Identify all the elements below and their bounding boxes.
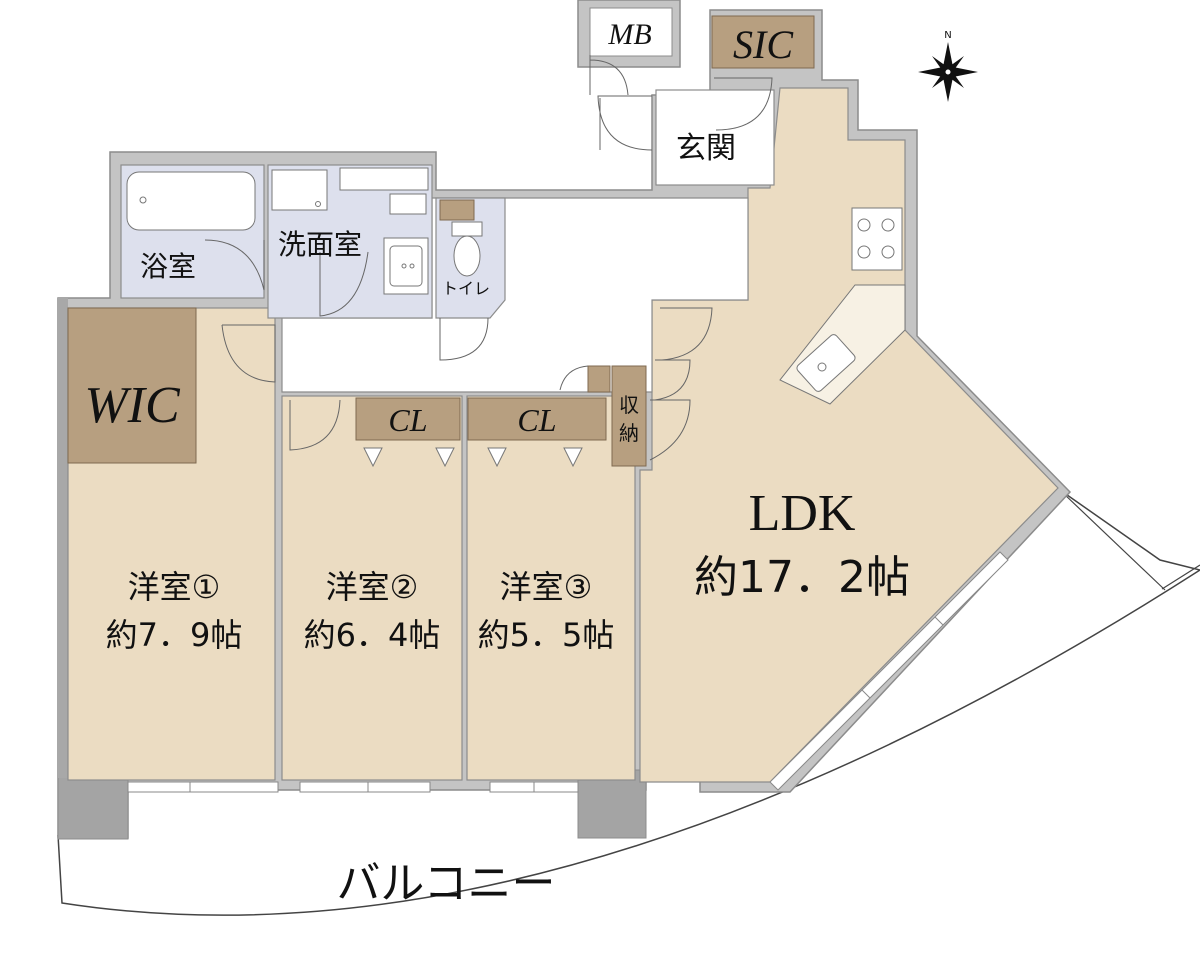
bath-label: 浴室 <box>140 250 196 283</box>
balcony-area <box>57 489 1200 916</box>
toilet-label: トイレ <box>442 279 490 298</box>
shuno-block <box>611 365 647 467</box>
closet-door-marks <box>363 447 583 468</box>
fixtures <box>126 167 906 405</box>
sic-label: SIC <box>733 22 794 67</box>
cl1-block <box>355 397 461 441</box>
wic-label: WIC <box>84 377 181 434</box>
compass-icon <box>918 42 978 102</box>
room1-name: 洋室① <box>128 568 221 606</box>
door-swings <box>204 55 773 461</box>
room3-name: 洋室③ <box>500 568 593 606</box>
storage-areas <box>67 15 815 467</box>
cl2-block <box>467 397 607 441</box>
room2-area: 約6．4帖 <box>304 616 441 654</box>
balcony-label: バルコニー <box>336 858 555 909</box>
room2-name: 洋室② <box>326 568 419 606</box>
genkan-label: 玄関 <box>676 131 736 166</box>
sic-block <box>711 15 815 69</box>
ldk-name: LDK <box>749 485 856 542</box>
wic-block <box>67 307 197 464</box>
room1-area: 約7．9帖 <box>106 616 243 654</box>
mb-label: MB <box>607 18 651 51</box>
shuno-label-bottom: 納 <box>619 421 639 445</box>
genkan-floor <box>655 89 775 186</box>
shuno-label-top: 収 <box>619 393 639 417</box>
ldk-area: 約17．2帖 <box>694 552 910 603</box>
cl2-label: CL <box>517 402 556 438</box>
washroom-label: 洗面室 <box>278 228 362 261</box>
labels: N MB SIC 玄関 浴室 洗面室 トイレ WIC CL CL 収 納 LDK… <box>84 18 951 909</box>
windows <box>127 551 1009 793</box>
room3-area: 約5．5帖 <box>478 616 615 654</box>
compass-north-label: N <box>944 30 951 41</box>
cl1-label: CL <box>388 402 427 438</box>
